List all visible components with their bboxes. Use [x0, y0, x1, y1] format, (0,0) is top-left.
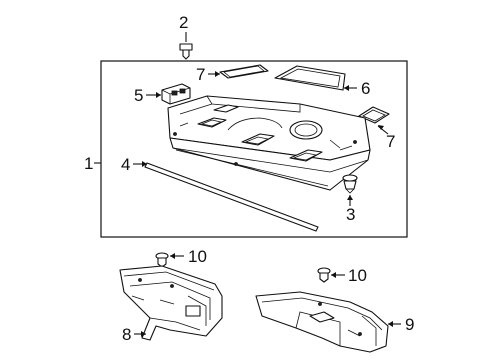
push-pin-2: [179, 43, 193, 60]
callout-7-upper: 7: [196, 65, 205, 84]
callout-5: 5: [134, 86, 143, 105]
push-pin-10-left: [155, 252, 169, 268]
clip-5: [161, 83, 191, 105]
push-pin-10-right: [317, 267, 331, 283]
arrow-10-left: [170, 253, 175, 259]
callout-8: 8: [122, 325, 131, 344]
weatherstrip-4: [144, 162, 319, 232]
bracket-9: [255, 291, 389, 353]
arrow-5: [156, 92, 161, 98]
arrow-6: [344, 85, 349, 91]
callout-2: 2: [179, 13, 188, 32]
arrow-3: [347, 195, 353, 200]
arrow-4: [142, 161, 147, 167]
callout-10-right: 10: [348, 266, 367, 285]
callout-10-left: 10: [188, 247, 207, 266]
arrow-7-upper: [215, 71, 220, 77]
assembly-frame: [100, 60, 408, 238]
arrow-9: [388, 321, 393, 327]
callout-4: 4: [121, 155, 130, 174]
pad-7-right: [358, 106, 390, 124]
callout-1: 1: [84, 154, 93, 173]
pad-7-upper: [219, 64, 269, 79]
callout-9: 9: [405, 315, 414, 334]
callout-7-right: 7: [386, 132, 395, 151]
arrow-10-right: [331, 272, 336, 278]
insulator-6: [274, 65, 346, 91]
callout-6: 6: [361, 79, 370, 98]
arrow-7-right: [378, 125, 384, 130]
arrow-8: [141, 331, 146, 337]
push-clip-3: [342, 174, 358, 194]
rear-shelf-panel: [167, 95, 371, 191]
bracket-8: [119, 265, 223, 341]
callout-3: 3: [346, 205, 355, 224]
